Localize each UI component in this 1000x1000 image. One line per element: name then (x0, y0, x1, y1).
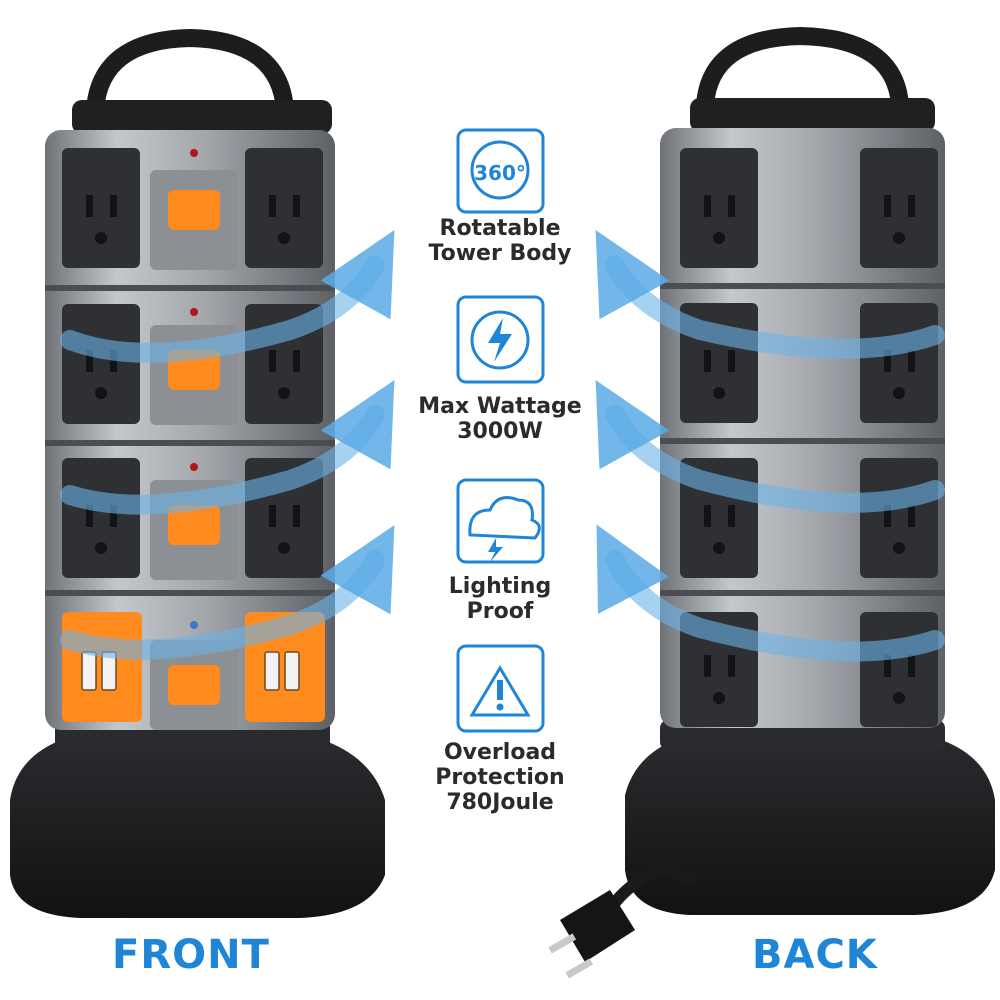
outlet (62, 148, 140, 268)
front-body (45, 130, 335, 730)
front-tower (10, 28, 385, 918)
feature-label-lighting: Lighting Proof (448, 574, 552, 624)
power-plug (548, 890, 635, 979)
outlet (62, 458, 140, 578)
outlet (680, 148, 758, 268)
feature-label-overload: Overload Protection 780Joule (435, 740, 565, 815)
rotation-arrows (60, 230, 945, 662)
power-switch (168, 190, 220, 230)
front-handle (86, 28, 294, 119)
rotate-360-icon (456, 128, 545, 214)
outlet (62, 304, 140, 424)
back-handle (696, 26, 909, 114)
front-base (10, 728, 385, 918)
lightning-plug-icon (456, 295, 545, 384)
front-outlets (62, 148, 323, 578)
warning-triangle-icon (456, 644, 545, 733)
back-label: BACK (752, 932, 878, 978)
feature-label-rotatable: Rotatable Tower Body (428, 216, 572, 266)
outlet (860, 148, 938, 268)
outlet (860, 612, 938, 727)
front-top-cap (72, 100, 332, 134)
back-top-cap (690, 98, 935, 132)
power-switch (168, 505, 220, 545)
front-label: FRONT (112, 932, 270, 978)
back-tower (548, 26, 995, 979)
storm-cloud-icon (456, 478, 545, 564)
outlet (860, 458, 938, 578)
back-base (625, 728, 995, 915)
outlet (860, 303, 938, 423)
power-switch (168, 665, 220, 705)
feature-icons (456, 128, 545, 733)
outlet (245, 148, 323, 268)
feature-label-wattage: Max Wattage 3000W (418, 394, 582, 444)
svg-text:360°: 360° (474, 161, 526, 185)
